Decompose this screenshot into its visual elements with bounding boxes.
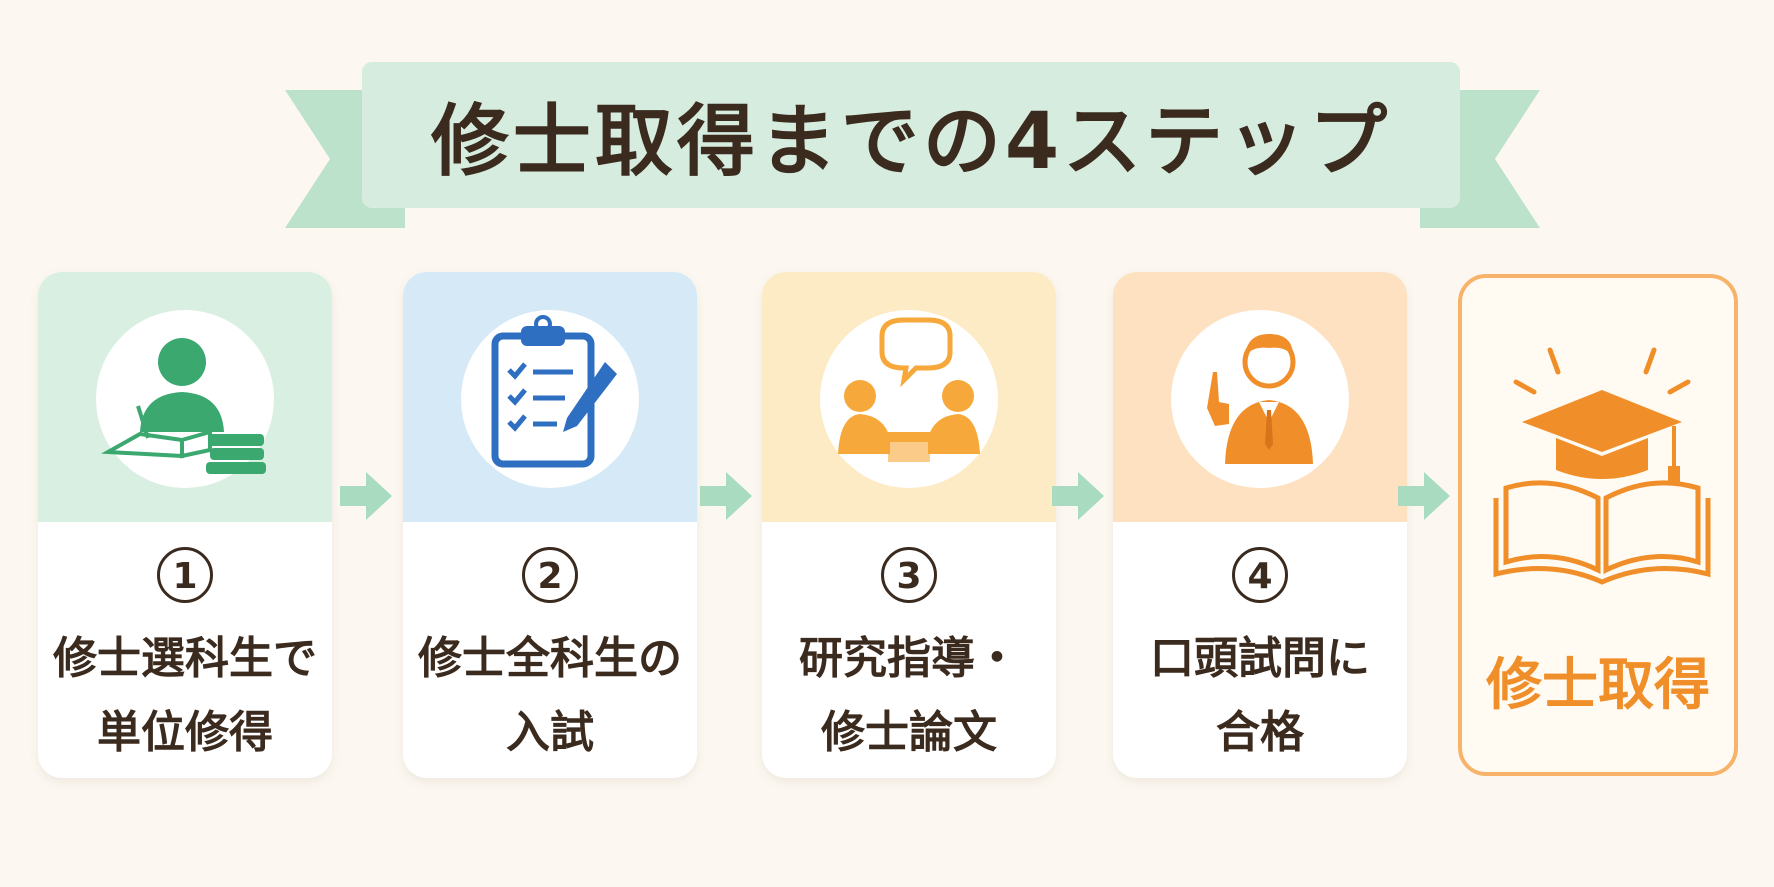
arrow-right-icon bbox=[1052, 472, 1104, 520]
page-title: 修士取得までの4ステップ bbox=[430, 97, 1392, 187]
student-studying-icon bbox=[101, 338, 266, 474]
step-card-3: 3 研究指導・ 修士論文 bbox=[762, 272, 1056, 778]
title-banner bbox=[285, 62, 1540, 228]
icon-circle bbox=[820, 310, 998, 488]
step-number: 2 bbox=[522, 547, 578, 603]
arrow-right-icon bbox=[1398, 472, 1450, 520]
final-label: 修士取得 bbox=[1486, 653, 1710, 718]
icon-circle bbox=[461, 310, 639, 488]
presenter-icon bbox=[1207, 334, 1313, 464]
step-label: 口頭試問に 合格 bbox=[1150, 633, 1370, 758]
step-number: 4 bbox=[1232, 547, 1288, 603]
arrow-right-icon bbox=[340, 472, 392, 520]
step-card-4: 4 口頭試問に 合格 bbox=[1113, 272, 1407, 778]
step-number: 1 bbox=[157, 547, 213, 603]
step-label: 修士全科生の 入試 bbox=[418, 633, 682, 758]
final-card: 修士取得 bbox=[1458, 274, 1738, 776]
graduation-cap-book-icon bbox=[1493, 347, 1711, 585]
step-number: 3 bbox=[881, 547, 937, 603]
step-label: 修士選科生で 単位修得 bbox=[53, 633, 317, 758]
banner-body bbox=[362, 62, 1460, 208]
step-card-2: 2 修士全科生の 入試 bbox=[403, 272, 697, 778]
step-label: 研究指導・ 修士論文 bbox=[799, 633, 1019, 758]
discussion-icon bbox=[838, 317, 980, 462]
clipboard-checklist-icon bbox=[491, 315, 617, 468]
step-card-1: 1 修士選科生で 単位修得 bbox=[38, 272, 332, 778]
arrow-right-icon bbox=[700, 472, 752, 520]
icon-circle bbox=[1171, 310, 1349, 488]
icon-circle bbox=[96, 310, 274, 488]
